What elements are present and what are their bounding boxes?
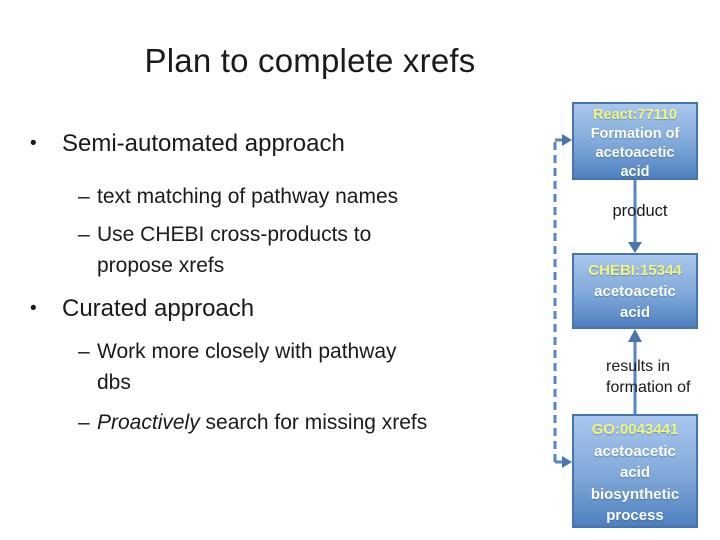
bullet-text: Curated approach (62, 295, 255, 322)
node-name-line: acetoacetic (594, 442, 676, 460)
node-chebi-15344: CHEBI:15344 acetoacetic acid (572, 253, 698, 329)
sub-bullet-proactively-search: – Proactively search for missing xrefs (78, 407, 427, 438)
node-name-line: acid (619, 304, 650, 321)
node-name-line: process (606, 507, 664, 524)
sub-bullet-text-matching: – text matching of pathway names (78, 181, 398, 212)
sub-bullet-line: Use CHEBI cross-products to (97, 223, 372, 246)
edge-label-results-in-formation-of: results in formation of (606, 356, 690, 398)
sub-bullet-line: Work more closely with pathway (97, 340, 397, 363)
arrow-right-icon-top (562, 134, 572, 146)
arrow-right-icon-bottom (562, 456, 572, 468)
node-name-line: acid (619, 464, 650, 481)
sub-bullet-text: Proactively search for missing xrefs (97, 407, 427, 438)
sub-bullet-rest: search for missing xrefs (199, 411, 428, 434)
sub-bullet-italic-word: Proactively (97, 411, 200, 434)
sub-bullet-chebi-cross-products: – Use CHEBI cross-products to propose xr… (78, 219, 371, 281)
diagram-connectors (553, 134, 642, 468)
sub-bullet-text: Use CHEBI cross-products to propose xref… (97, 219, 371, 281)
sub-bullet-text: Work more closely with pathway dbs (97, 336, 397, 398)
edge-label-line: formation of (606, 379, 691, 396)
sub-bullet-line: dbs (97, 371, 131, 394)
node-react-77110: React:77110 Formation of acetoacetic aci… (572, 102, 698, 180)
node-name-line: acid (620, 164, 650, 180)
dash-icon: – (78, 185, 90, 208)
bullet-semi-automated: • Semi-automated approach (30, 128, 345, 159)
node-go-0043441: GO:0043441 acetoacetic acid biosynthetic… (572, 414, 698, 528)
dash-icon: – (78, 340, 90, 363)
bullet-icon: • (30, 298, 37, 319)
node-name-line: acetoacetic (594, 283, 676, 300)
dash-icon: – (78, 411, 90, 434)
bullet-text: Semi-automated approach (62, 130, 345, 157)
node-id-label: GO:0043441 (591, 421, 679, 438)
arrow-up-icon (628, 329, 642, 342)
edge-label-product: product (612, 202, 668, 220)
node-id-label: React:77110 (593, 107, 677, 123)
page-title: Plan to complete xrefs (144, 42, 476, 79)
bullet-curated: • Curated approach (30, 293, 254, 324)
dash-icon: – (78, 223, 90, 246)
sub-bullet-work-closely: – Work more closely with pathway dbs (78, 336, 397, 398)
node-name-line: acetoacetic (595, 145, 675, 161)
sub-bullet-text: text matching of pathway names (97, 181, 398, 212)
node-id-label: CHEBI:15344 (588, 262, 682, 279)
edge-label-line: results in (606, 358, 671, 375)
bullet-icon: • (30, 133, 37, 154)
arrow-down-icon (628, 242, 642, 253)
sub-bullet-line: text matching of pathway names (97, 185, 399, 208)
sub-bullet-line: propose xrefs (97, 254, 225, 277)
node-name-line: Formation of (590, 126, 680, 142)
node-name-line: biosynthetic (590, 485, 680, 503)
